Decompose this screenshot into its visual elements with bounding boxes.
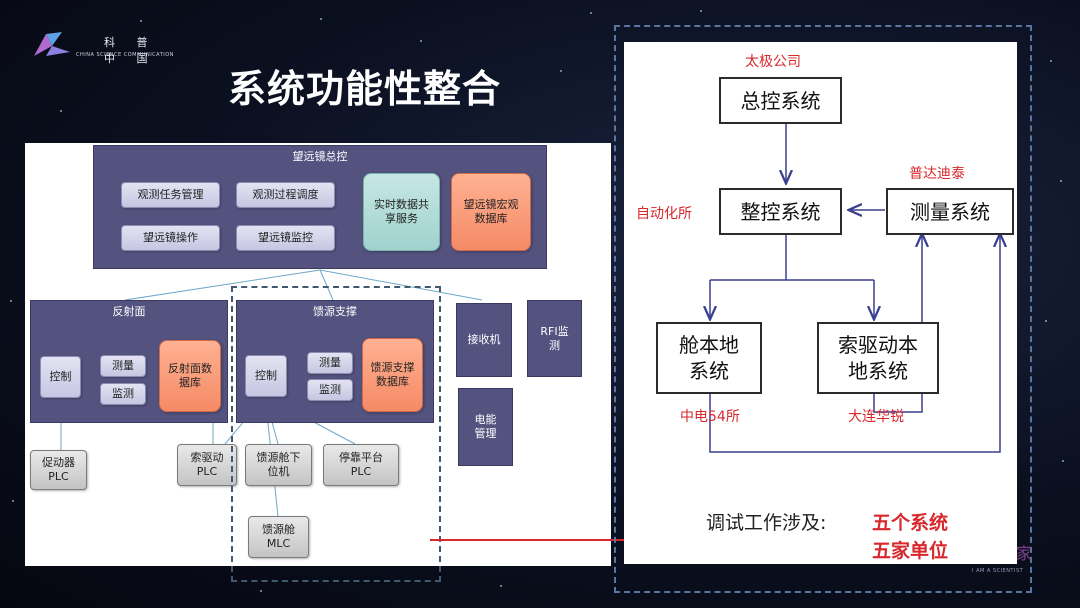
logo-text-cn: 科 普 中 国 [104, 36, 157, 65]
logo: 科 普 中 国 CHINA SCIENCE COMMUNICATION [32, 30, 182, 66]
feed-monitor-box: 监测 [307, 379, 353, 401]
watermark-glyph: 家 [1016, 544, 1033, 563]
reflector-measure-box: 测量 [100, 355, 146, 377]
right-highlight-frame [614, 25, 1032, 593]
integrated-control-system-box: 整控系统 [719, 188, 842, 235]
telescope-operation-box: 望远镜操作 [121, 225, 220, 251]
master-control-system-box: 总控系统 [719, 77, 842, 124]
summary-prefix: 调试工作涉及: [706, 512, 827, 534]
telescope-master-control-label: 望远镜总控 [292, 150, 348, 163]
dalian-huarui-label: 大连华锐 [848, 409, 904, 425]
feed-control-box: 控制 [245, 355, 287, 397]
page-title: 系统功能性整合 [228, 67, 502, 111]
receiver-box: 接收机 [456, 303, 512, 377]
cable-drive-local-system-box: 索驱动本地系统 [817, 322, 939, 394]
observation-schedule-box: 观测过程调度 [236, 182, 335, 208]
feed-cabin-mlc-box: 馈源舱MLC [248, 516, 309, 558]
docking-platform-plc-box: 停靠平台PLC [323, 444, 399, 486]
reflector-control-box: 控制 [40, 356, 81, 398]
reflector-database-box: 反射面数据库 [159, 340, 221, 412]
summary-systems: 五个系统 [872, 512, 949, 534]
logo-mark-icon [34, 32, 70, 56]
rfi-monitor-box: RFI监测 [527, 300, 582, 377]
taiji-company-label: 太极公司 [745, 54, 801, 70]
automation-institute-label: 自动化所 [636, 206, 692, 222]
watermark-text: I AM A SCIENTIST [972, 568, 1024, 574]
telescope-monitor-box: 望远镜监控 [236, 225, 335, 251]
cetc54-label: 中电54所 [680, 409, 740, 425]
feed-support-highlight-frame [231, 286, 441, 582]
feed-cabin-lower-box: 馈源舱下位机 [245, 444, 312, 486]
macro-database-box: 望远镜宏观数据库 [451, 173, 531, 251]
cable-drive-plc-box: 索驱动PLC [177, 444, 237, 486]
feed-support-label: 馈源支撑 [313, 305, 357, 318]
power-management-box: 电能管理 [458, 388, 513, 466]
system-integration-panel [624, 42, 1017, 564]
logo-text-en: CHINA SCIENCE COMMUNICATION [76, 52, 174, 58]
feed-measure-box: 测量 [307, 352, 353, 374]
observation-task-box: 观测任务管理 [121, 182, 220, 208]
reflector-label: 反射面 [112, 305, 146, 318]
summary-units: 五家单位 [872, 540, 949, 562]
measurement-system-box: 测量系统 [886, 188, 1014, 235]
reflector-monitor-box: 监测 [100, 383, 146, 405]
feed-database-box: 馈源支撑数据库 [362, 338, 423, 412]
puda-ditai-label: 普达迪泰 [909, 166, 965, 182]
actuator-plc-box: 促动器PLC [30, 450, 87, 490]
realtime-share-box: 实时数据共享服务 [363, 173, 440, 251]
cabin-local-system-box: 舱本地系统 [656, 322, 762, 394]
